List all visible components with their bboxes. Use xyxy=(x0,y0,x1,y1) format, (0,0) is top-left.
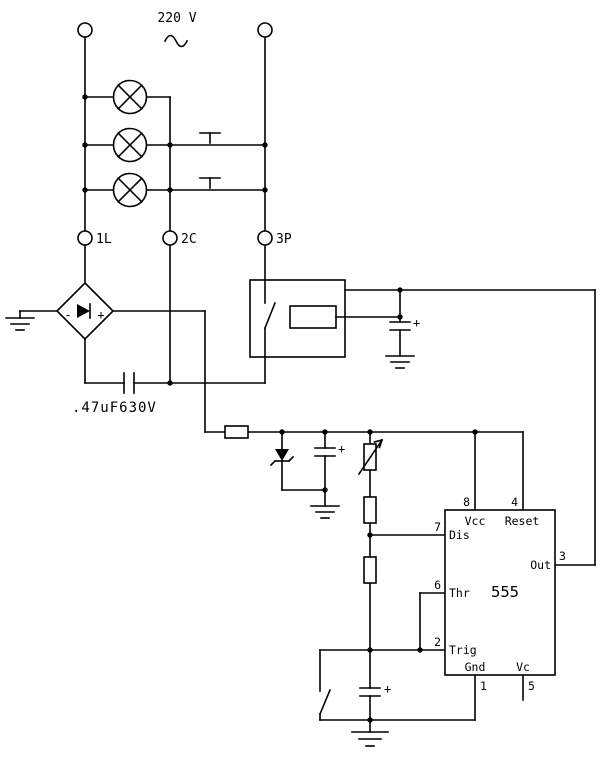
ground-symbol-bridge xyxy=(5,317,35,331)
pin-dis-label: Dis xyxy=(449,528,470,542)
resistor-body xyxy=(363,496,377,524)
resistor-r2 xyxy=(363,496,377,524)
dropper-cap-value-label: .47uF630V xyxy=(72,400,157,416)
potentiometer xyxy=(357,438,384,476)
ic-555: 555 Vcc Reset Dis Thr Trig Out Gnd Vc 8 … xyxy=(434,495,566,693)
terminal-2c: 2C xyxy=(162,230,197,247)
terminal-3p-label: 3P xyxy=(276,232,292,247)
terminal-ac-left xyxy=(77,22,93,38)
terminal-ac-right xyxy=(257,22,273,38)
dropper-capacitor: .47uF630V xyxy=(72,372,157,416)
filter-cap-plus-label: + xyxy=(338,442,345,456)
pin-reset-label: Reset xyxy=(505,514,540,528)
terminal-3p: 3P xyxy=(257,230,292,247)
terminal-circle xyxy=(257,230,273,246)
pin-1-number: 1 xyxy=(480,679,487,693)
ground-symbol-main xyxy=(351,731,389,747)
zener-diode xyxy=(269,449,295,467)
filter-capacitor: + xyxy=(314,442,345,457)
lamp-3 xyxy=(112,172,148,208)
pin-8-number: 8 xyxy=(463,495,470,509)
start-switch xyxy=(318,688,332,716)
pin-out-label: Out xyxy=(530,558,551,572)
relay-coil xyxy=(289,305,337,329)
ground-symbol-filter xyxy=(310,505,340,519)
ic-555-name: 555 xyxy=(491,583,519,601)
timing-cap-plus-label: + xyxy=(384,682,391,696)
pushbutton-switch-1 xyxy=(199,132,221,144)
relay-contact-blade xyxy=(263,301,277,330)
pin-vc-label: Vc xyxy=(516,660,530,674)
pin-trig-label: Trig xyxy=(449,643,477,657)
switch-blade xyxy=(318,688,332,716)
pot-arrow xyxy=(357,438,384,476)
zener-icon xyxy=(275,449,289,461)
pin-3-number: 3 xyxy=(559,549,566,563)
terminal-circle xyxy=(162,230,178,246)
pin-vcc-label: Vcc xyxy=(465,514,486,528)
relay-capacitor: + xyxy=(389,316,420,331)
resistor-body xyxy=(224,425,249,439)
terminal-1l-label: 1L xyxy=(96,232,112,247)
bridge-rectifier: - + xyxy=(55,281,115,341)
pushbutton-switch-2 xyxy=(199,177,221,189)
junction-dots xyxy=(82,94,478,723)
ac-source: 220 V xyxy=(77,11,273,48)
terminal-2c-label: 2C xyxy=(181,232,197,247)
diode-icon xyxy=(77,304,90,318)
lamp-2 xyxy=(112,127,148,163)
resistor-body xyxy=(363,556,377,584)
timing-capacitor: + xyxy=(359,682,391,697)
pin-gnd-label: Gnd xyxy=(465,660,486,674)
relay-cap-plus-label: + xyxy=(413,316,420,330)
relay xyxy=(249,279,346,358)
pin-7-number: 7 xyxy=(434,520,441,534)
sine-wave-icon xyxy=(163,34,189,48)
resistor-r3 xyxy=(363,556,377,584)
pin-thr-label: Thr xyxy=(449,586,470,600)
series-resistor xyxy=(224,425,249,439)
relay-enclosure xyxy=(249,279,346,358)
ic-555-body xyxy=(444,509,556,676)
pin-4-number: 4 xyxy=(511,495,518,509)
pin-5-number: 5 xyxy=(528,679,535,693)
ground-symbol-relay-cap xyxy=(385,355,415,369)
bridge-minus-label: - xyxy=(64,308,71,322)
lamp-1 xyxy=(112,79,148,115)
ac-voltage-label: 220 V xyxy=(157,11,196,26)
bridge-plus-label: + xyxy=(97,308,104,322)
terminal-1l: 1L xyxy=(77,230,112,247)
pin-2-number: 2 xyxy=(434,635,441,649)
terminal-circle xyxy=(77,230,93,246)
pin-6-number: 6 xyxy=(434,578,441,592)
